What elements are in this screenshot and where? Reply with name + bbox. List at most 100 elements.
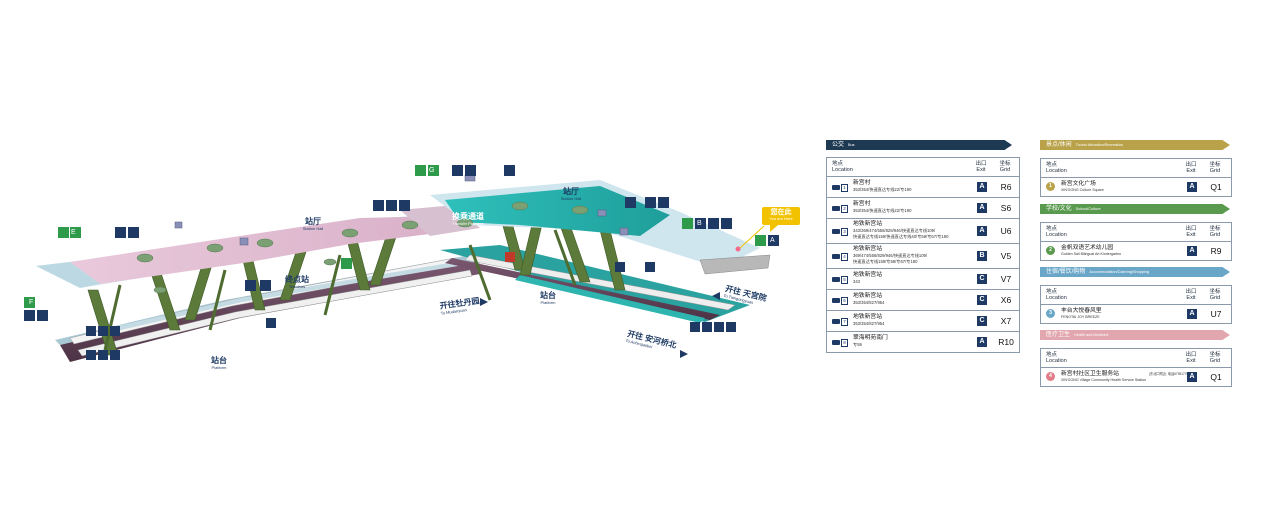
exit-signs bbox=[24, 165, 779, 308]
bus-stop-name: 地铁新宫站 bbox=[853, 293, 882, 299]
col-exit: 出口 bbox=[975, 161, 987, 167]
bus-row: 8 翠海明苑南门专59 A R10 bbox=[826, 332, 1020, 353]
grid-ref: R6 bbox=[1000, 182, 1012, 192]
station-3d-map bbox=[24, 165, 800, 362]
bus-stop-number: 8 bbox=[841, 338, 848, 347]
stair-domes bbox=[136, 201, 589, 294]
exit-badge: A bbox=[1187, 308, 1197, 319]
bus-routes: 343 bbox=[853, 279, 860, 284]
right-hall-teal bbox=[445, 186, 670, 236]
grid-ref: Q1 bbox=[1210, 372, 1222, 382]
exit-tag-g: G bbox=[429, 167, 435, 174]
right-train bbox=[464, 254, 736, 311]
grid-ref: Q1 bbox=[1210, 182, 1222, 192]
bus-routes: 343/369/474/556/829/946/快速直达专线109/ bbox=[853, 228, 936, 233]
label-platform-left: 站台 Platform bbox=[211, 356, 227, 370]
bus-icon bbox=[832, 318, 840, 324]
bus-icon bbox=[832, 228, 840, 234]
exit-badge: A bbox=[1187, 371, 1197, 382]
col-location-en: Location bbox=[832, 167, 853, 173]
label-hall-right: 站厅 Station Hall bbox=[560, 187, 582, 201]
bus-stop-name: 地铁新宫站 bbox=[853, 221, 882, 227]
poi-name-en: XIN'GONG Village Community Health Servic… bbox=[1061, 378, 1147, 382]
exit-badge: A bbox=[977, 181, 987, 192]
bus-title: 公交 bbox=[832, 142, 845, 148]
poi-name-en: XIN'GONG Culture Square bbox=[1061, 188, 1104, 192]
col-location: 地点 bbox=[832, 161, 844, 167]
bus-icon bbox=[832, 339, 840, 345]
bus-title-en: Bus bbox=[848, 143, 855, 147]
exit-badge: C bbox=[977, 294, 987, 305]
bus-stop-name: 地铁新宫站 bbox=[853, 272, 882, 278]
label-you-are-here: 您在此 You are Here bbox=[769, 209, 793, 221]
grid-ref: R9 bbox=[1210, 246, 1222, 256]
support-columns bbox=[87, 211, 626, 356]
bus-routes: 369/474/556/829/946/快速直达专线109/ bbox=[853, 253, 928, 258]
bus-stop-number: 4 bbox=[841, 252, 848, 261]
grid-ref: V5 bbox=[1000, 251, 1012, 261]
poi-number-icon: 4 bbox=[1046, 372, 1055, 381]
bus-stop-number: 1 bbox=[841, 183, 848, 192]
bus-routes: 353/354/快速直达专线22/专190 bbox=[853, 187, 912, 192]
exit-tag-a: A bbox=[770, 237, 775, 244]
grid-ref: S6 bbox=[1000, 203, 1012, 213]
poi-number-icon: 2 bbox=[1046, 246, 1055, 255]
exit-tag-f: F bbox=[29, 299, 34, 306]
grid-ref: V7 bbox=[1000, 274, 1012, 284]
grid-ref: X6 bbox=[1000, 295, 1012, 305]
grid-ref: U6 bbox=[1000, 226, 1012, 236]
bus-stop-name: 翠海明苑南门 bbox=[853, 335, 888, 341]
bus-icon bbox=[832, 276, 840, 282]
bus-routes: 353/354/快速直达专线22/专190 bbox=[853, 208, 912, 213]
bus-routes: 353/354/827/954 bbox=[853, 300, 885, 305]
label-transfer-passage: 换乘通道 Transfer Passage bbox=[452, 212, 484, 226]
bus-icon bbox=[832, 297, 840, 303]
exit-tag-e: E bbox=[71, 229, 76, 236]
poi-name: 金帆双语艺术幼儿园 bbox=[1061, 245, 1114, 251]
bus-routes: 专59 bbox=[853, 342, 862, 347]
exit-badge: A bbox=[977, 202, 987, 213]
escalators bbox=[103, 229, 577, 351]
poi-name-en: FENGTAI JOY BREEZE bbox=[1061, 315, 1100, 319]
col-grid-en: Grid bbox=[999, 167, 1011, 173]
direction-arrows bbox=[480, 292, 720, 358]
you-are-here-marker bbox=[735, 207, 800, 252]
aed-icon bbox=[505, 252, 515, 262]
exit-tag-b: B bbox=[697, 220, 702, 227]
exit-badge: C bbox=[977, 315, 987, 326]
exit-badge: B bbox=[977, 250, 987, 261]
facility-signs bbox=[24, 165, 736, 360]
bus-icon bbox=[832, 205, 840, 211]
poi-name: 丰台大悦春风里 bbox=[1061, 308, 1102, 314]
exit-badge: A bbox=[977, 336, 987, 347]
bus-stop-number: 2 bbox=[841, 204, 848, 213]
poi-number-icon: 1 bbox=[1046, 182, 1055, 191]
bus-stop-name: 地铁新宫站 bbox=[853, 314, 882, 320]
poi-note: (东北口附近, 电话67951770) bbox=[1149, 372, 1190, 376]
label-terminus: 终点站 Terminus bbox=[285, 275, 309, 289]
grid-ref: R10 bbox=[998, 337, 1014, 347]
bus-routes: 353/354/827/954 bbox=[853, 321, 885, 326]
